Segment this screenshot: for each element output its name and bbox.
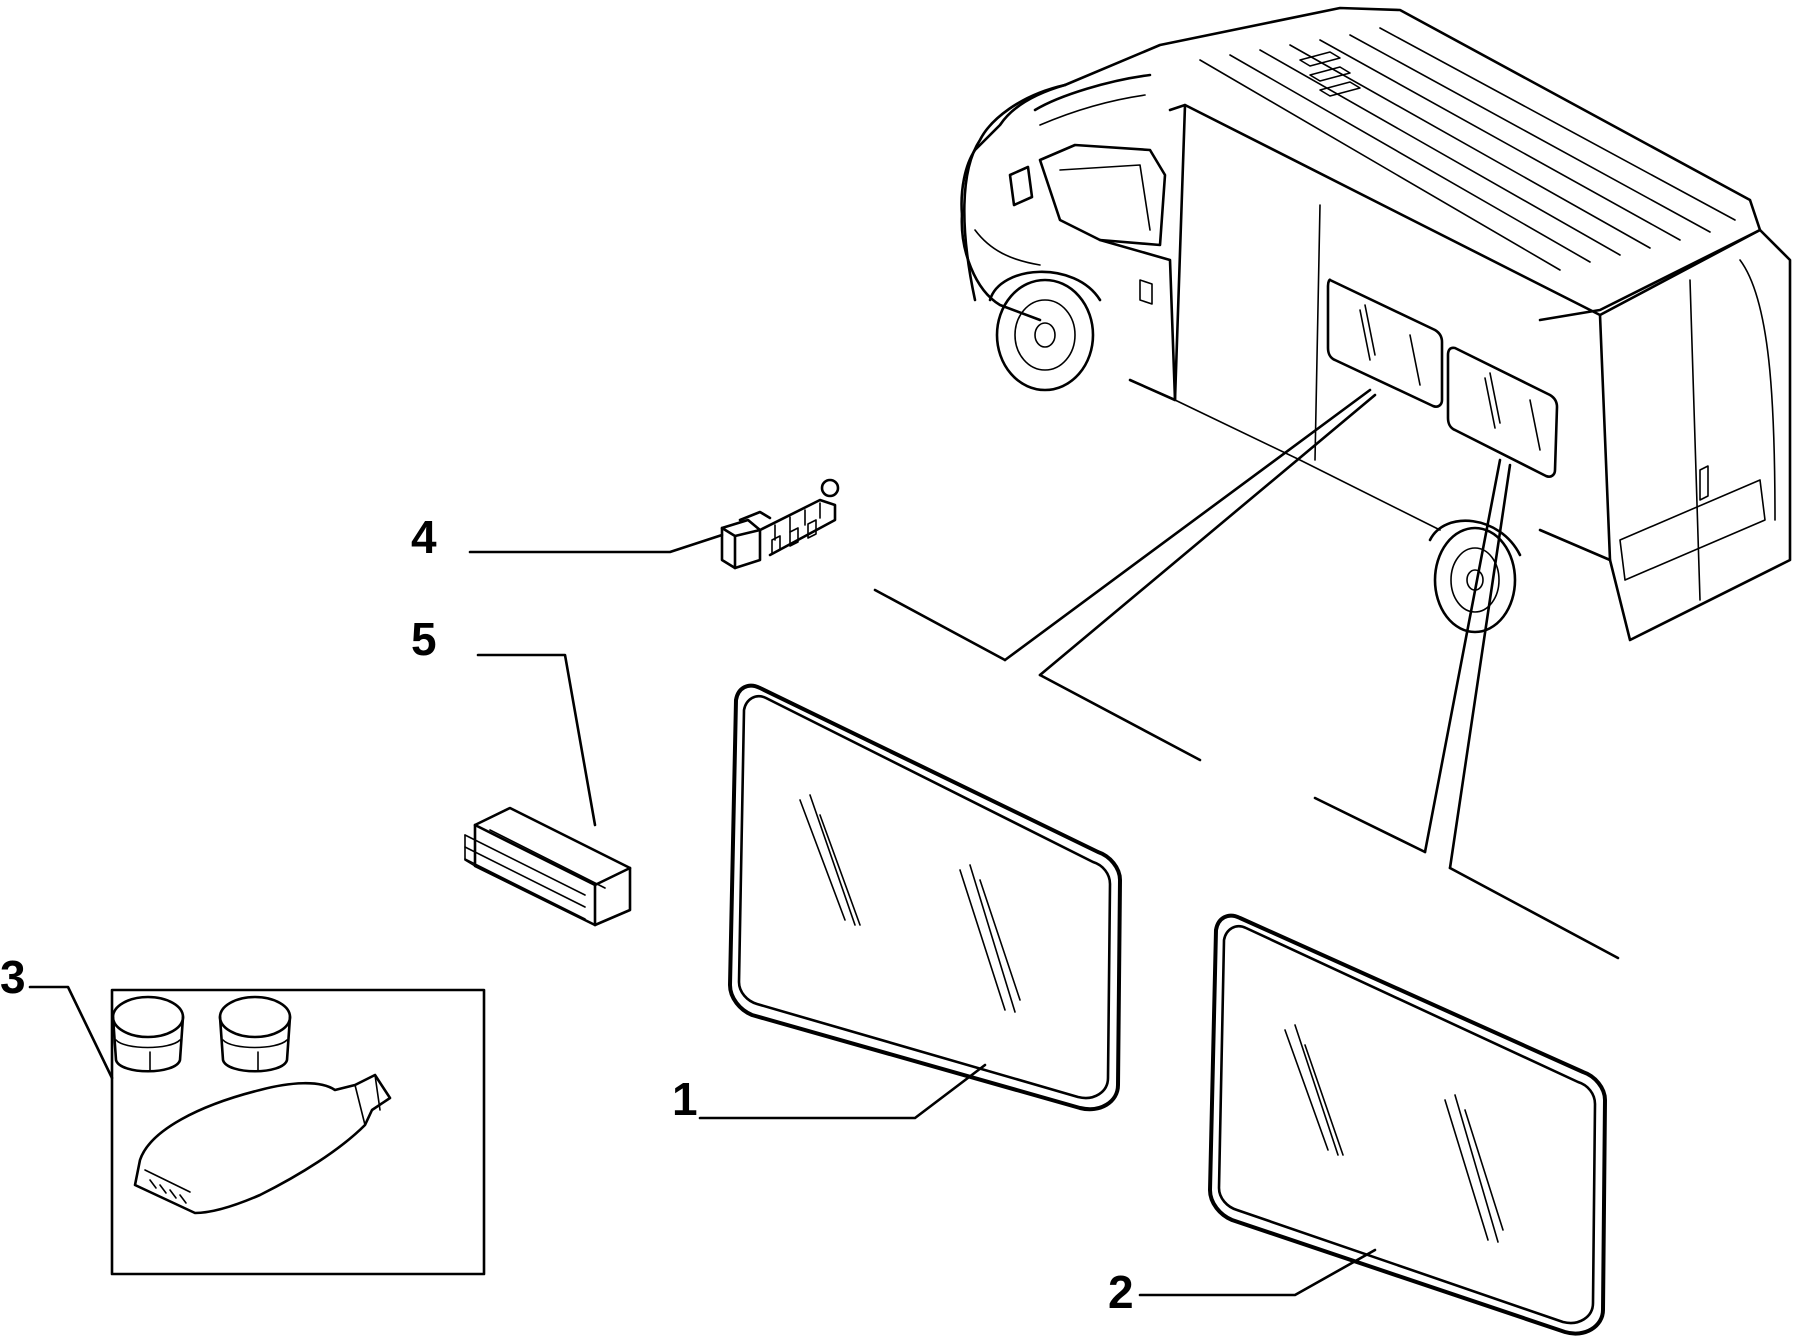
van-illustration: [960, 6, 1792, 642]
side-window-glass-rear: [1208, 913, 1607, 1336]
callout-labels: 1 2 3 4 5: [0, 511, 1134, 1318]
callout-3: 3: [0, 951, 26, 1003]
callout-5: 5: [411, 613, 437, 665]
leader-lines: [873, 388, 1620, 960]
callout-1: 1: [672, 1073, 698, 1125]
callout-4: 4: [411, 511, 437, 563]
callout-leaders: [28, 533, 1377, 1297]
side-window-glass-front: [728, 683, 1122, 1112]
callout-2: 2: [1108, 1266, 1134, 1318]
window-fastener-clip: [720, 478, 840, 570]
adhesive-kit: [110, 988, 486, 1276]
rubber-block: [464, 806, 632, 927]
